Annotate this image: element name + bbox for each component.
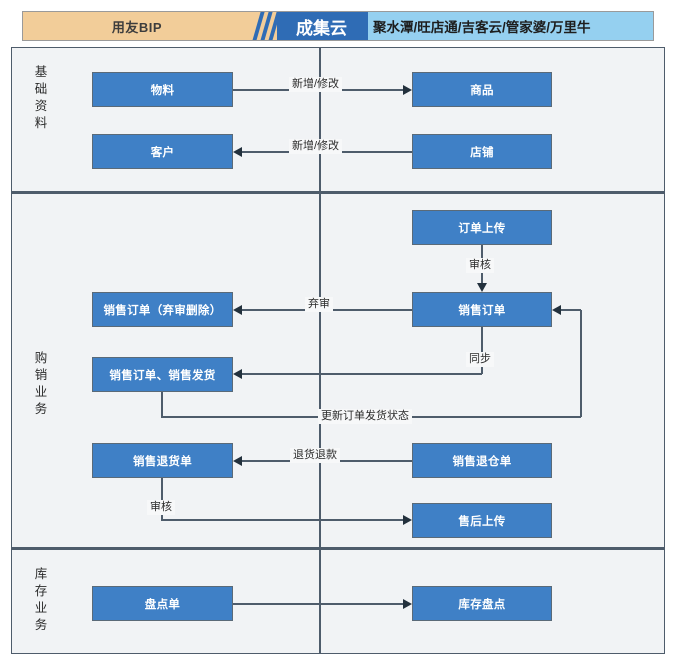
node-stocktake-doc[interactable]: 盘点单 — [92, 586, 233, 621]
edge-label-upload-order: 审核 — [466, 258, 494, 273]
edge-label-order-void: 弃审 — [305, 297, 333, 312]
node-order-upload[interactable]: 订单上传 — [412, 210, 552, 245]
edge-update-status-entry — [561, 309, 581, 311]
header-logo-text: 成集云 — [296, 18, 347, 39]
node-customer[interactable]: 客户 — [92, 134, 233, 169]
node-sales-order-void[interactable]: 销售订单（弃审删除） — [92, 292, 233, 327]
column-divider — [319, 48, 321, 654]
edge-order-delivery-vline — [481, 327, 483, 374]
header-right-platforms-label: 聚水潭/旺店通/吉客云/管家婆/万里牛 — [368, 12, 653, 40]
node-material[interactable]: 物料 — [92, 72, 233, 107]
edge-stocktake-line — [233, 603, 403, 605]
node-product[interactable]: 商品 — [412, 72, 552, 107]
lane-label-basic-data: 基础资料 — [34, 65, 48, 130]
edge-return-arrowhead — [233, 456, 242, 466]
edge-upload-order-arrowhead — [477, 283, 487, 292]
edge-stocktake-arrowhead — [403, 599, 412, 609]
edge-material-product-arrowhead — [403, 85, 412, 95]
node-inventory-count[interactable]: 库存盘点 — [412, 586, 552, 621]
edge-label-aftersale: 审核 — [147, 500, 175, 515]
edge-label-material-product: 新增/修改 — [289, 77, 343, 92]
lane-label-sales-business: 购销业务 — [34, 351, 48, 416]
node-order-delivery[interactable]: 销售订单、销售发货 — [92, 357, 233, 392]
edge-label-order-delivery: 同步 — [466, 352, 494, 367]
lane-divider-2 — [11, 547, 665, 550]
edge-label-shop-customer: 新增/修改 — [289, 139, 343, 154]
node-sales-return-warehouse[interactable]: 销售退仓单 — [412, 443, 552, 478]
lane-divider-1 — [11, 191, 665, 194]
node-shop[interactable]: 店铺 — [412, 134, 552, 169]
edge-update-status-vline-right — [580, 310, 582, 417]
node-aftersale-upload[interactable]: 售后上传 — [412, 503, 552, 538]
diagram-header: 用友BIP 成集云 聚水潭/旺店通/吉客云/管家婆/万里牛 — [22, 11, 654, 41]
edge-shop-customer-arrowhead — [233, 147, 242, 157]
header-logo: 成集云 — [251, 12, 368, 40]
edge-update-status-arrowhead — [552, 305, 561, 315]
edge-aftersale-arrowhead — [403, 515, 412, 525]
edge-label-return: 退货退款 — [290, 448, 340, 463]
edge-label-update-status: 更新订单发货状态 — [318, 409, 412, 424]
node-sales-order[interactable]: 销售订单 — [412, 292, 552, 327]
node-sales-return[interactable]: 销售退货单 — [92, 443, 233, 478]
edge-update-status-vline-left — [161, 392, 163, 417]
edge-order-delivery-hline — [242, 373, 482, 375]
edge-aftersale-vline — [161, 478, 163, 520]
edge-order-delivery-arrowhead — [233, 369, 242, 379]
lane-label-inventory-business: 库存业务 — [34, 567, 48, 632]
header-left-system-label: 用友BIP — [23, 12, 251, 40]
edge-aftersale-hline — [161, 519, 403, 521]
edge-order-void-arrowhead — [233, 305, 242, 315]
three-slash-bars-icon — [251, 12, 283, 40]
